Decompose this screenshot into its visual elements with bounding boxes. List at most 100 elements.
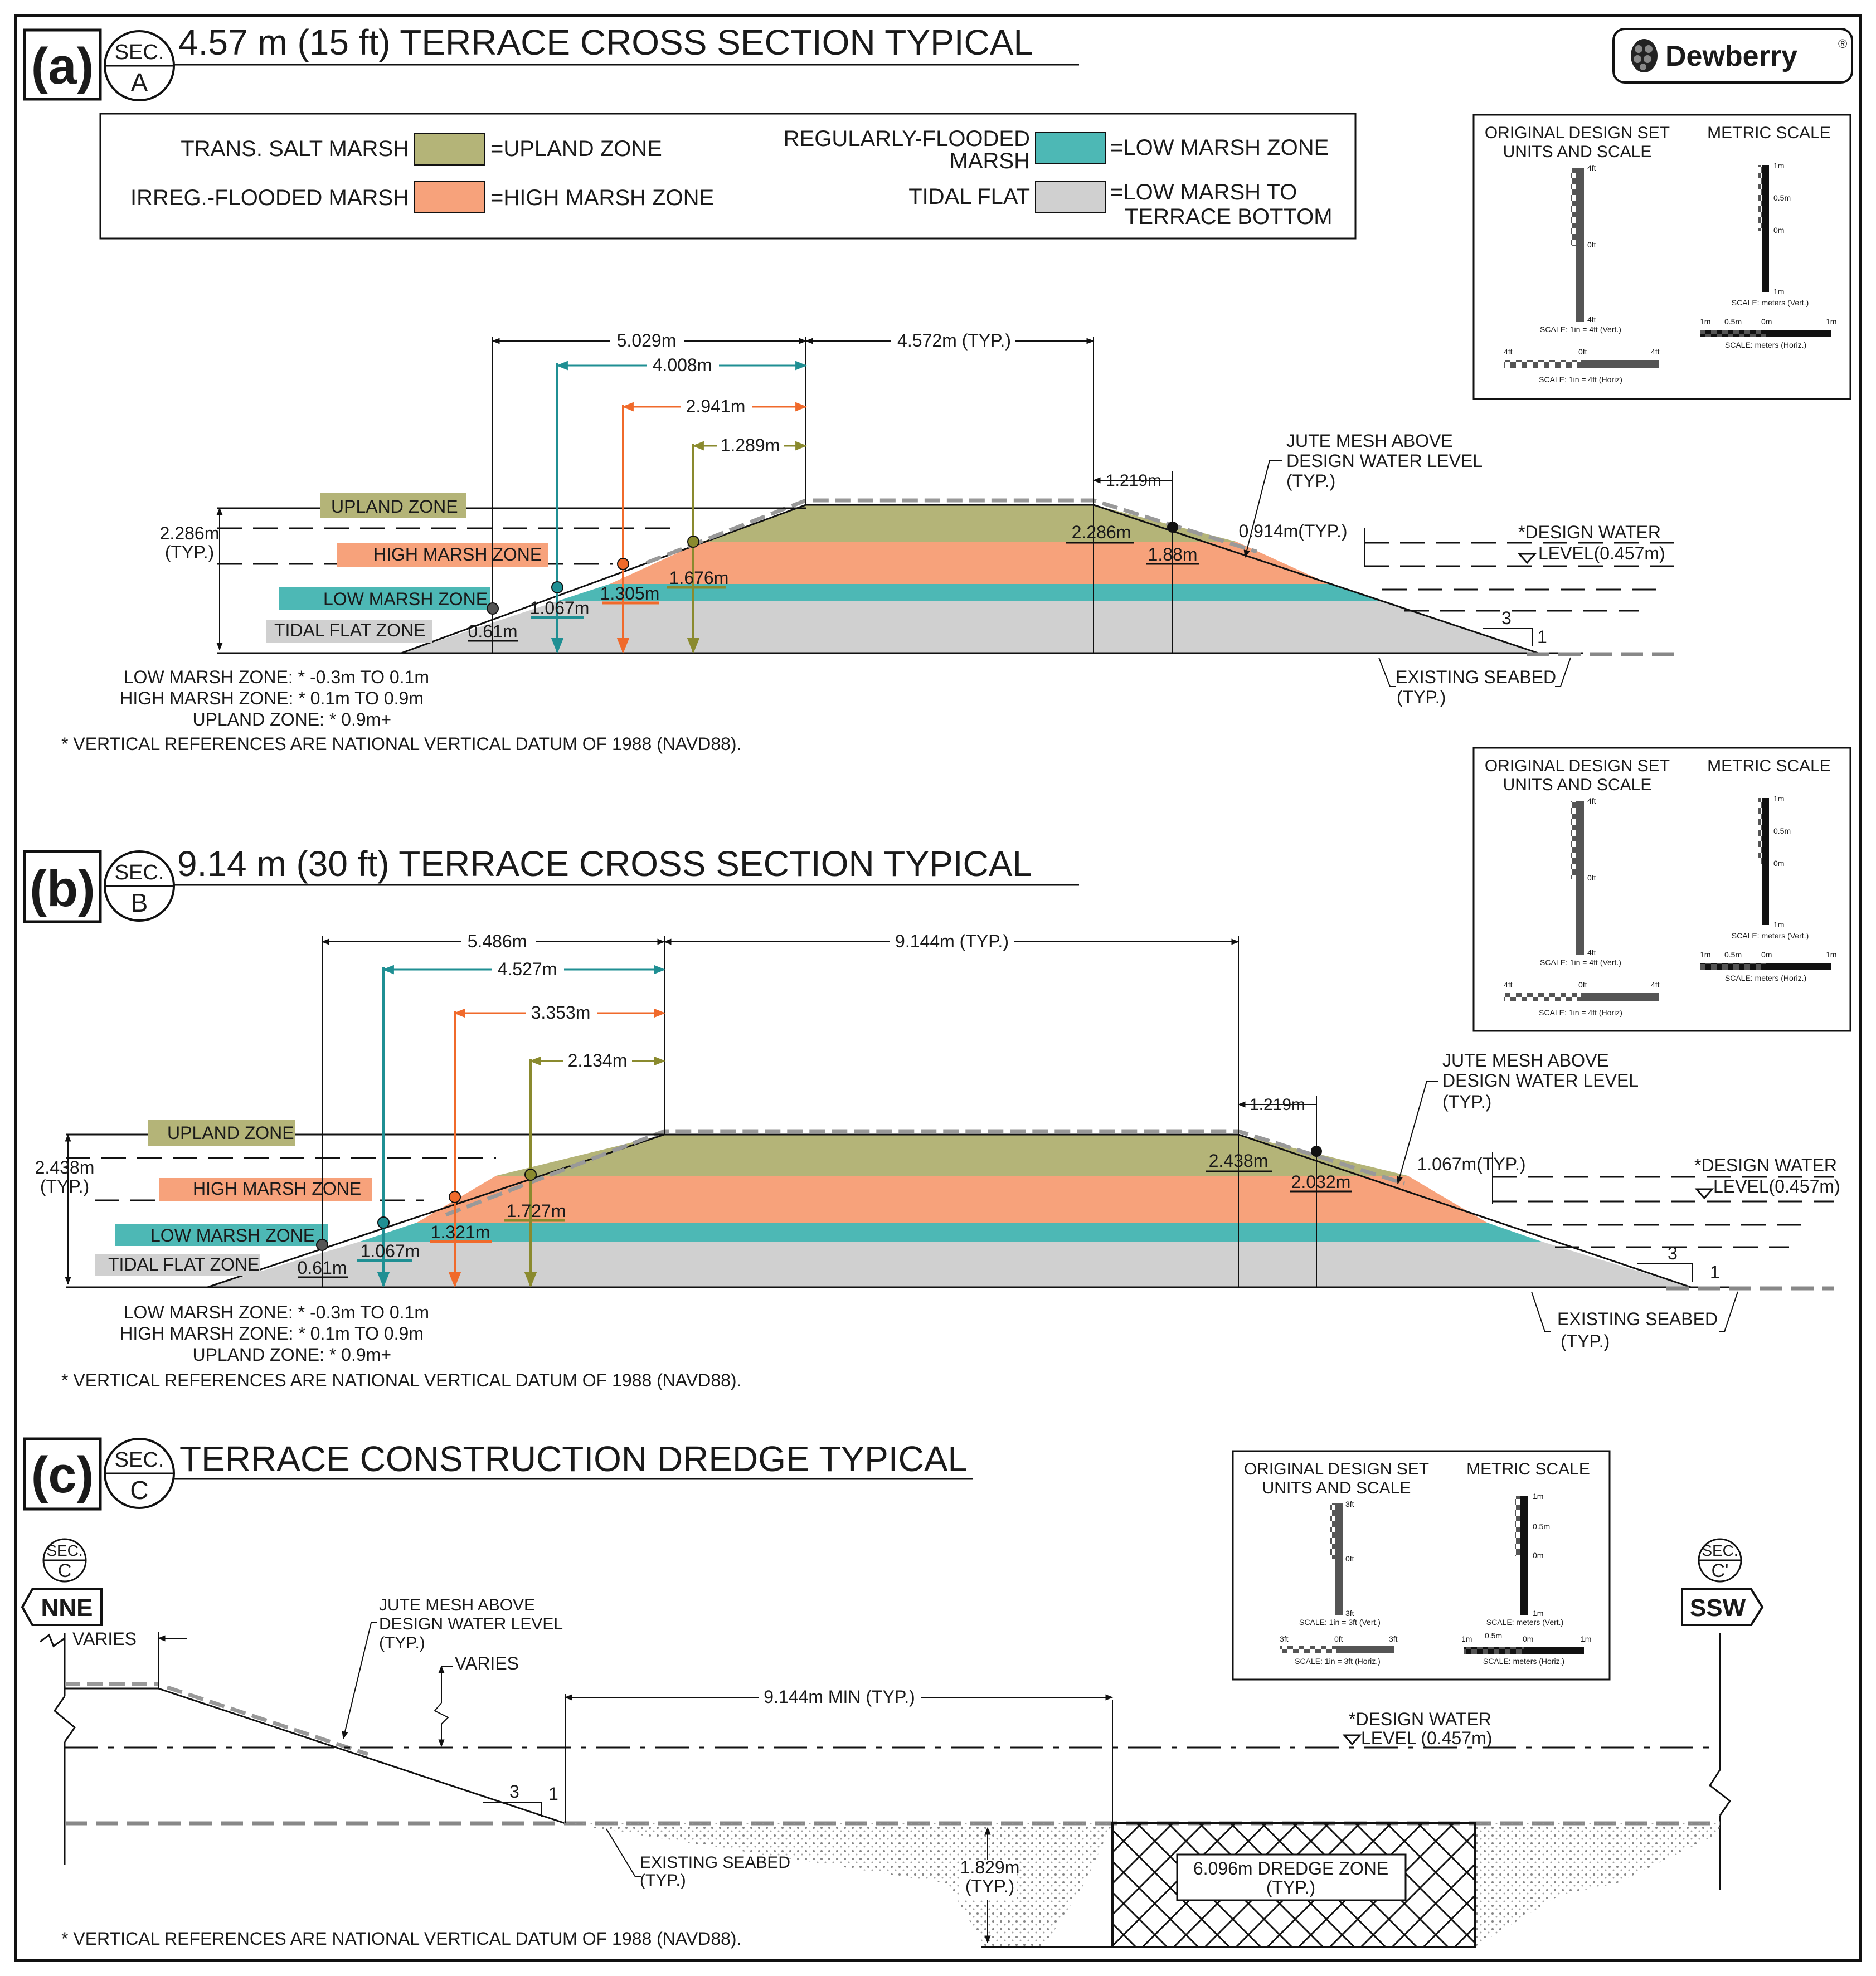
dim-a-h-orange: 1.305m (600, 583, 660, 603)
dark-point-a: 0.61m (468, 602, 518, 642)
dim-a-d3: 4.008m (653, 355, 712, 375)
scale-b-m-h-b: 0.5m (1724, 950, 1742, 959)
scale-a-m-top: 1m (1773, 161, 1784, 170)
scale-b-m-top: 1m (1773, 794, 1784, 803)
note-b-low: LOW MARSH ZONE: * -0.3m TO 0.1m (124, 1302, 429, 1322)
orange-dimension-a: 2.941m 1.305m (600, 396, 808, 654)
varies-2-label: VARIES (455, 1653, 519, 1673)
scale-c-orig-line1: ORIGINAL DESIGN SET (1244, 1460, 1429, 1478)
scale-b-m-zero: 0m (1773, 859, 1784, 868)
legend-swatch-tidal-flat (1035, 181, 1106, 213)
dim-b-h-teal: 1.067m (361, 1241, 420, 1261)
dredge-zone-line1: 6.096m DREDGE ZONE (1193, 1858, 1388, 1878)
varies-1-label: VARIES (72, 1629, 137, 1649)
dwl-b-line2: LEVEL(0.457m) (1713, 1176, 1840, 1196)
footnote-c: * VERTICAL REFERENCES ARE NATIONAL VERTI… (61, 1929, 741, 1949)
note-a-upland: UPLAND ZONE: * 0.9m+ (192, 709, 391, 729)
section-a-letter: (a) (31, 38, 94, 95)
scale-c-m-h-b: 0.5m (1485, 1631, 1502, 1640)
dim-b-height: 2.438m (35, 1157, 95, 1177)
seabed-a-line2: (TYP.) (1397, 687, 1446, 707)
jute-b-line2: DESIGN WATER LEVEL (1442, 1070, 1639, 1091)
scale-a-m-h-c: 0m (1761, 317, 1772, 326)
scale-box-c: ORIGINAL DESIGN SET UNITS AND SCALE METR… (1232, 1450, 1611, 1681)
note-b-upland: UPLAND ZONE: * 0.9m+ (192, 1345, 391, 1365)
dim-b-h-olive: 1.727m (507, 1201, 566, 1221)
scale-c-v-caption: SCALE: 1in = 3ft (Vert.) (1299, 1618, 1381, 1627)
legend-row-4-zone-line2: TERRACE BOTTOM (1125, 205, 1333, 229)
scale-b-v-bot: 4ft (1587, 948, 1596, 957)
legend-row-1-label: TRANS. SALT MARSH (181, 137, 409, 161)
slope-a-rise: 1 (1537, 627, 1547, 647)
logo-registered-mark: ® (1838, 37, 1847, 51)
scale-a-orig-line2: UNITS AND SCALE (1503, 143, 1652, 161)
dim-b-slope-pt: 2.032m (1291, 1172, 1351, 1192)
dim-c-min-width: 9.144m MIN (TYP.) (764, 1687, 915, 1707)
jute-mesh-callout-a: JUTE MESH ABOVE DESIGN WATER LEVEL (TYP.… (1243, 431, 1483, 558)
scale-a-h-mid: 0ft (1578, 347, 1587, 356)
scale-c-metric: METRIC SCALE (1466, 1460, 1590, 1478)
scale-a-h-right: 4ft (1651, 347, 1660, 356)
dredge-depth-dimension: 1.829m (TYP.) (959, 1827, 1112, 1948)
legend-row-2-label: IRREG.-FLOODED MARSH (130, 186, 409, 210)
dim-b-d1: 5.486m (468, 931, 527, 951)
design-water-level-a: *DESIGN WATER LEVEL(0.457m) (1364, 522, 1683, 612)
jute-b-line3: (TYP.) (1442, 1092, 1491, 1112)
scale-b-v-mid: 0ft (1587, 873, 1596, 882)
legend-row-4-zone-line1: =LOW MARSH TO (1110, 180, 1297, 205)
marker-nne-direction: NNE (41, 1594, 93, 1622)
zone-tags-a: UPLAND ZONE HIGH MARSH ZONE LOW MARSH ZO… (217, 493, 806, 643)
scale-b-m-bot: 1m (1773, 920, 1784, 929)
dim-b-d5: 2.134m (568, 1050, 628, 1070)
jute-mesh-callout-b: JUTE MESH ABOVE DESIGN WATER LEVEL (TYP.… (1397, 1050, 1639, 1185)
dwl-c-line2: LEVEL (0.457m) (1361, 1728, 1492, 1748)
section-a-bubble-bottom: A (131, 68, 148, 97)
section-b-bubble-bottom: B (131, 888, 148, 917)
scale-c-m-bot: 1m (1533, 1609, 1543, 1618)
olive-dimension-b: 2.134m 1.727m (504, 1050, 666, 1288)
dewberry-berry-icon (1631, 39, 1658, 72)
dredge-zone-line2: (TYP.) (1266, 1877, 1315, 1897)
section-b: (b) SEC. B 9.14 m (30 ft) TERRACE CROSS … (23, 747, 1851, 1390)
scale-a-orig-line1: ORIGINAL DESIGN SET (1485, 124, 1670, 142)
slope-b-rise: 1 (1710, 1262, 1720, 1282)
teal-dimension-b: 4.527m 1.067m (357, 959, 666, 1288)
section-marker-ssw: SEC. C' SSW (1681, 1538, 1764, 1626)
design-water-level-b: *DESIGN WATER LEVEL(0.457m) (1493, 1155, 1840, 1248)
scale-a-m-h-a: 1m (1700, 317, 1710, 326)
section-c-bubble: SEC. C (104, 1438, 175, 1509)
marker-ssw-bottom: C' (1711, 1560, 1728, 1581)
zone-tag-upland-b: UPLAND ZONE (167, 1123, 294, 1143)
dewberry-logo: Dewberry ® (1612, 28, 1853, 84)
scale-c-v-bot: 3ft (1345, 1609, 1354, 1618)
dwl-b-line1: *DESIGN WATER (1694, 1155, 1837, 1175)
jute-a-line2: DESIGN WATER LEVEL (1286, 451, 1483, 471)
section-b-letter-box (23, 850, 102, 923)
section-c-bubble-top: SEC. (115, 1448, 164, 1472)
scale-a-m-bot: 1m (1773, 287, 1784, 296)
marker-ssw-top: SEC. (1702, 1542, 1738, 1559)
terrace-b-body (66, 1129, 1834, 1291)
dwl-a-line2: LEVEL(0.457m) (1538, 543, 1665, 563)
olive-dimension-a: 1.289m 1.676m (667, 435, 808, 654)
scale-a-m-caption: SCALE: meters (Vert.) (1732, 298, 1809, 307)
footnote-a: * VERTICAL REFERENCES ARE NATIONAL VERTI… (61, 734, 741, 754)
zone-tag-high-a: HIGH MARSH ZONE (373, 544, 542, 564)
scale-a-m-h-caption: SCALE: meters (Horiz.) (1725, 340, 1806, 349)
scale-b-m-h-c: 0m (1761, 950, 1772, 959)
legend-swatch-upland (414, 133, 485, 166)
section-a-bubble: SEC. A (104, 30, 175, 101)
scale-b-m-h-caption: SCALE: meters (Horiz.) (1725, 974, 1806, 982)
zone-tags-b: UPLAND ZONE HIGH MARSH ZONE LOW MARSH ZO… (66, 1120, 664, 1276)
scale-a-h-left: 4ft (1504, 347, 1513, 356)
scale-b-m-h-d: 1m (1826, 950, 1836, 959)
zone-tag-low-b: LOW MARSH ZONE (150, 1225, 315, 1245)
zone-tag-low-a: LOW MARSH ZONE (323, 589, 488, 609)
seabed-callout-a: EXISTING SEABED (TYP.) (1378, 657, 1571, 707)
seabed-b-line2: (TYP.) (1561, 1331, 1610, 1351)
section-c-bubble-bottom: C (130, 1476, 148, 1505)
jute-a-line1: JUTE MESH ABOVE (1286, 431, 1453, 451)
seabed-c-line1: EXISTING SEABED (640, 1853, 790, 1872)
scale-a-v-bot: 4ft (1587, 315, 1596, 324)
scale-c-m-h-a: 1m (1461, 1634, 1472, 1643)
